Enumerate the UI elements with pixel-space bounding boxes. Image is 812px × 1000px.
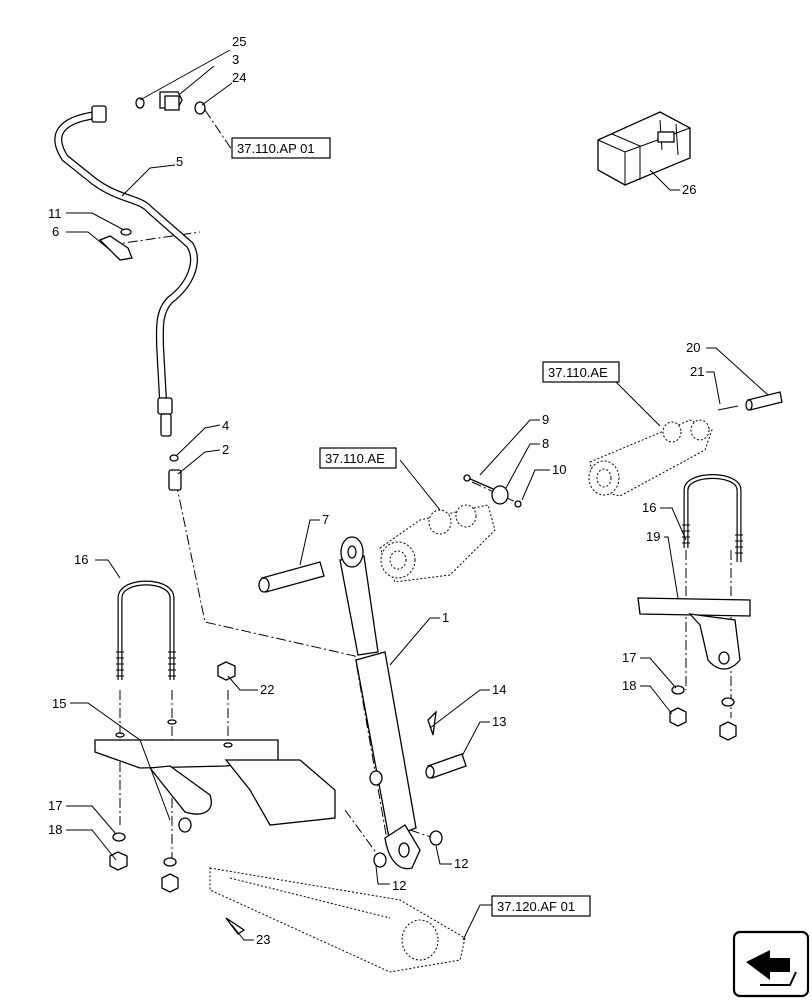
callout: 3 — [232, 52, 239, 67]
ref-label: 37.120.AF 01 — [497, 899, 575, 914]
callout: 9 — [542, 412, 549, 427]
ref-box-37110ae-right[interactable]: 37.110.AE — [542, 361, 620, 383]
callout: 24 — [232, 70, 246, 85]
pin-set-9-8-10 — [463, 474, 522, 508]
pipe-clip — [98, 228, 133, 261]
callout: 11 — [48, 206, 62, 221]
callout: 17 — [48, 798, 62, 813]
callout: 14 — [492, 682, 506, 697]
ghost-drawbar — [209, 867, 466, 973]
callout: 16 — [74, 552, 88, 567]
callout: 6 — [52, 224, 59, 239]
callout: 21 — [690, 364, 704, 379]
callout: 18 — [622, 678, 636, 693]
callout-numbers: 25 3 24 5 11 6 4 2 7 9 8 10 1 14 13 12 1… — [48, 34, 704, 947]
callout: 22 — [260, 682, 274, 697]
lift-cylinder — [339, 536, 421, 870]
pin-20-21 — [717, 391, 783, 411]
callout: 2 — [222, 442, 229, 457]
hydraulic-pipe — [54, 105, 198, 437]
callout: 20 — [686, 340, 700, 355]
callout: 10 — [552, 462, 566, 477]
ref-box-37120af01[interactable]: 37.120.AF 01 — [491, 895, 591, 917]
callout: 18 — [48, 822, 62, 837]
ghost-lift-arm-center — [379, 504, 496, 583]
callout: 25 — [232, 34, 246, 49]
callout: 8 — [542, 436, 549, 451]
pin-13 — [425, 710, 467, 779]
ref-label: 37.110.AE — [548, 365, 608, 380]
ref-label: 37.110.AP 01 — [237, 141, 315, 156]
callout: 15 — [52, 696, 66, 711]
fitting-parts-top — [135, 91, 206, 115]
callout: 17 — [622, 650, 636, 665]
ghost-lift-arm-right — [588, 419, 713, 497]
u-bolt-left — [116, 580, 176, 680]
callout: 12 — [454, 856, 468, 871]
callout: 19 — [646, 529, 660, 544]
washers-12 — [373, 830, 443, 868]
callout: 12 — [392, 878, 406, 893]
callout: 23 — [256, 932, 270, 947]
callout: 1 — [442, 610, 449, 625]
right-bracket — [637, 597, 751, 670]
callout: 4 — [222, 418, 229, 433]
crate-icon — [597, 111, 691, 186]
pin-7 — [258, 561, 325, 593]
u-bolt-right — [682, 474, 743, 562]
callout: 7 — [322, 512, 329, 527]
left-nuts — [109, 661, 236, 893]
adapter-fittings — [168, 454, 182, 491]
right-nuts — [669, 685, 737, 741]
ref-label: 37.110.AE — [325, 451, 385, 466]
left-bracket — [94, 719, 336, 833]
ref-box-37110ap01[interactable]: 37.110.AP 01 — [231, 137, 331, 159]
callout: 26 — [682, 182, 696, 197]
callout: 5 — [176, 154, 183, 169]
callout: 13 — [492, 714, 506, 729]
callout: 16 — [642, 500, 656, 515]
ref-box-37110ae-center[interactable]: 37.110.AE — [319, 447, 397, 469]
leader-lines — [66, 49, 769, 941]
next-page-arrow-icon[interactable] — [732, 930, 810, 998]
